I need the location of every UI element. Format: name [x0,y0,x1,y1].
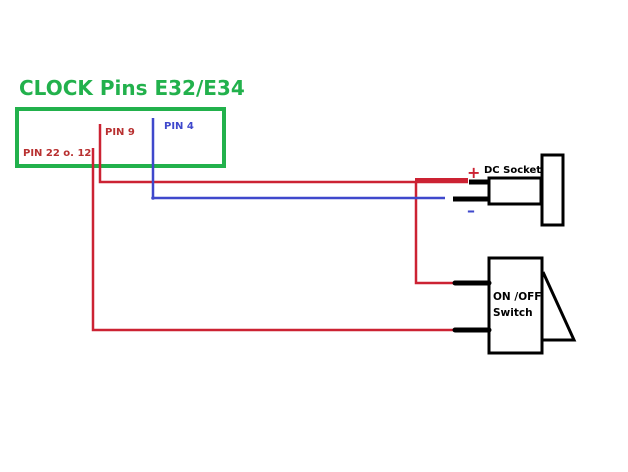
switch-label-line1: ON /OFF [493,291,541,303]
pin4-wire [151,118,445,200]
switch-body [487,256,544,355]
dc-plus-sign: + [467,163,480,182]
dc-socket-flange [540,153,565,227]
switch-feed-wire [414,182,455,285]
pin4-label: PIN 4 [164,121,194,132]
switch-rocker [541,271,577,342]
pin22-wire [91,148,455,332]
switch-label-line2: Switch [493,307,533,319]
dc-socket-label: DC Socket [484,165,541,176]
dc-minus-sign: – [467,201,475,220]
clock-box [15,107,226,168]
pin4-junction [151,196,155,200]
dc-socket-body [487,176,543,206]
pin9-label: PIN 9 [105,127,135,138]
pin9-wire [98,124,468,184]
pin22-label: PIN 22 o. 12 [23,148,91,159]
diagram-title: CLOCK Pins E32/E34 [19,76,245,100]
